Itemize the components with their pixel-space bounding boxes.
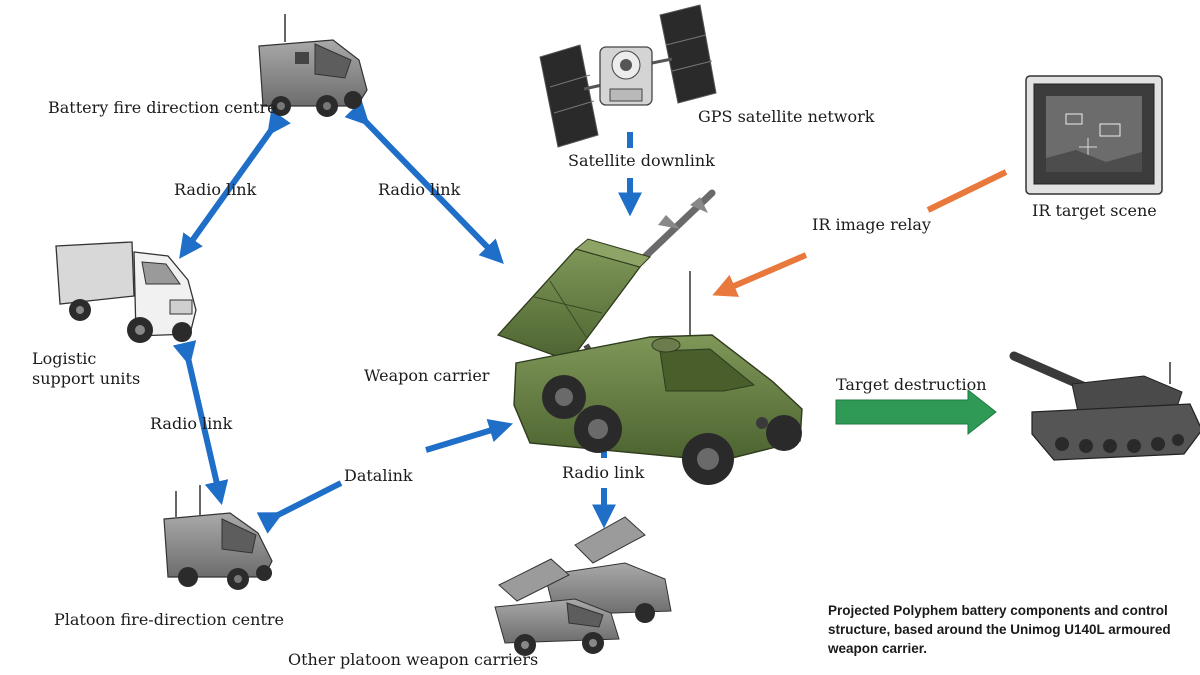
- satellite-downlink-label: Satellite downlink: [568, 151, 715, 170]
- ir-target-scene-label: IR target scene: [1032, 201, 1157, 220]
- logistic-truck: [55, 241, 197, 343]
- battery-fdc-vehicle: [258, 14, 368, 117]
- logistic-label-line1: Logistic: [32, 349, 97, 368]
- ir-target-scene-monitor: [1025, 75, 1163, 195]
- logistic-label-line2: support units: [32, 369, 141, 388]
- radio-link-arrow-right: [344, 100, 504, 265]
- radio-link-arrow-left: [179, 109, 291, 259]
- weapon-carrier-label: Weapon carrier: [364, 366, 490, 385]
- radio-link-label-lower-left: Radio link: [150, 414, 233, 433]
- figure-caption: Projected Polyphem battery components an…: [828, 603, 1171, 656]
- platoon-fdc-vehicle: [163, 485, 273, 590]
- ir-image-relay-label: IR image relay: [812, 215, 931, 234]
- target-destruction-label: Target destruction: [836, 375, 987, 394]
- datalink-arrow: [256, 419, 514, 534]
- gps-satellite-icon: [539, 4, 717, 148]
- radio-link-label-right: Radio link: [378, 180, 461, 199]
- battery-fdc-label: Battery fire direction centre: [48, 98, 277, 117]
- radio-link-label-left: Radio link: [174, 180, 257, 199]
- target-destruction-arrow: [835, 388, 997, 436]
- target-tank: [1009, 351, 1200, 461]
- radio-link-arrow-lower-left: [172, 340, 229, 506]
- gps-network-label: GPS satellite network: [698, 107, 875, 126]
- ir-image-relay-arrow: [712, 169, 1008, 297]
- datalink-label: Datalink: [344, 466, 413, 485]
- weapon-carrier: [496, 189, 803, 485]
- platoon-fdc-label: Platoon fire-direction centre: [54, 610, 284, 629]
- other-carriers-label: Other platoon weapon carriers: [288, 650, 539, 669]
- radio-link-label-bottom: Radio link: [562, 463, 645, 482]
- other-weapon-carriers: [494, 516, 672, 656]
